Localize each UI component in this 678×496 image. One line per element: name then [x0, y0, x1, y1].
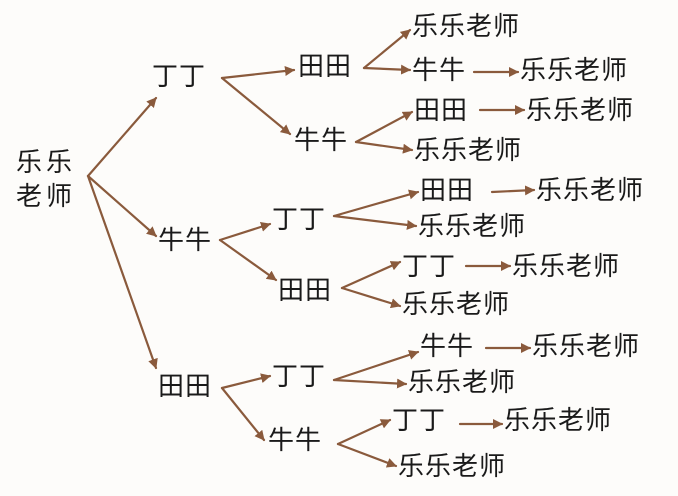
path-6-level3-node: 乐乐老师	[418, 212, 527, 242]
path-5-end-node: 乐乐老师	[536, 176, 645, 206]
arrow-13	[354, 140, 414, 154]
branch-3-node: 田田	[158, 372, 213, 402]
branch-1-child-2-node: 牛牛	[294, 126, 349, 156]
arrow-19	[332, 378, 408, 389]
path-9-end-node: 乐乐老师	[532, 332, 641, 362]
arrow-21	[336, 442, 398, 468]
path-11-end-node: 乐乐老师	[504, 406, 613, 436]
path-1-level3-node: 乐乐老师	[412, 12, 521, 42]
arrow-10	[362, 28, 412, 70]
path-2-end-node: 乐乐老师	[520, 56, 629, 86]
path-10-level3-node: 乐乐老师	[408, 368, 517, 398]
path-2-level3-node: 牛牛	[412, 56, 467, 86]
arrow-7	[218, 238, 278, 282]
arrow-4	[220, 66, 296, 80]
path-12-level3-node: 乐乐老师	[398, 452, 507, 482]
arrow-1	[86, 96, 158, 178]
path-3-end-node: 乐乐老师	[526, 96, 635, 126]
branch-3-child-2-node: 牛牛	[268, 426, 323, 456]
arrow-9	[220, 386, 266, 442]
path-5-level3-node: 田田	[420, 176, 475, 206]
branch-2-child-2-node: 田田	[278, 276, 333, 306]
branch-2-child-1-node: 丁丁	[272, 205, 327, 235]
path-7-end-node: 乐乐老师	[512, 252, 621, 282]
arrow-2	[86, 174, 158, 238]
arrow-16	[340, 260, 402, 290]
path-11-level3-node: 丁丁	[392, 406, 447, 436]
arrow-17	[340, 286, 402, 309]
arrow-20	[336, 418, 392, 446]
branch-3-child-1-node: 丁丁	[272, 362, 327, 392]
arrow-14	[332, 189, 420, 218]
arrow-11	[362, 64, 412, 75]
arrow-24	[490, 185, 536, 196]
path-3-level3-node: 田田	[414, 96, 469, 126]
arrow-15	[332, 214, 418, 230]
arrow-6	[218, 221, 272, 242]
arrow-12	[354, 110, 414, 144]
root-node: 乐乐老师	[16, 148, 77, 212]
arrow-18	[332, 350, 420, 382]
branch-1-child-1-node: 田田	[298, 52, 353, 82]
branch-2-node: 牛牛	[158, 226, 213, 256]
path-8-level3-node: 乐乐老师	[402, 290, 511, 320]
path-9-level3-node: 牛牛	[420, 332, 475, 362]
path-7-level3-node: 丁丁	[402, 252, 457, 282]
branch-1-node: 丁丁	[152, 62, 207, 92]
arrow-8	[220, 373, 272, 390]
arrow-5	[220, 76, 292, 136]
arrow-3	[86, 174, 158, 370]
path-4-level3-node: 乐乐老师	[414, 136, 523, 166]
